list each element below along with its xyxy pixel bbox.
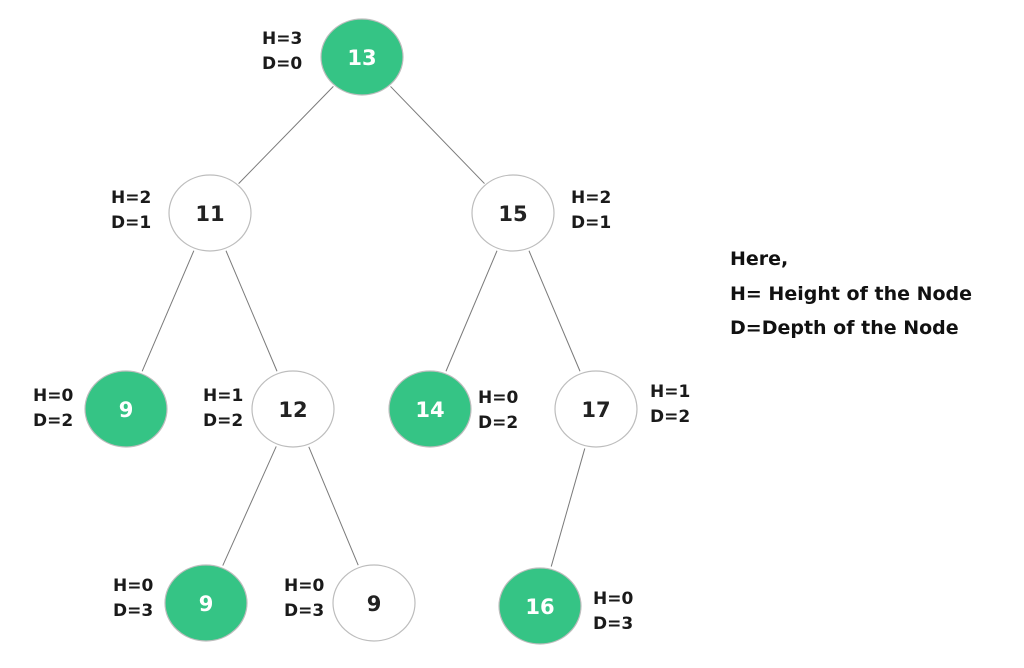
edge-n17-n16: [550, 448, 586, 567]
depth-label: D=2: [650, 407, 691, 427]
height-label: H=2: [111, 188, 152, 208]
tree-node-n15: 15: [471, 174, 555, 252]
node-circle: [498, 567, 582, 645]
node-value: 9: [119, 398, 134, 422]
node-value: 9: [199, 592, 214, 616]
node-value: 15: [498, 202, 527, 226]
edge-n12-n9b: [222, 446, 277, 566]
tree-node-n14: 14: [388, 370, 472, 448]
edge-n15-n14: [445, 250, 498, 372]
nodes-layer: 13 11 15 9 12 14 17 9 9 16: [84, 18, 638, 645]
edges-layer: [141, 86, 586, 567]
node-circle: [168, 174, 252, 252]
depth-label: D=1: [571, 213, 612, 233]
legend: Here, H= Height of the Node D=Depth of t…: [730, 242, 972, 346]
tree-node-n12: 12: [251, 370, 335, 448]
edge-n15-n17: [528, 250, 581, 372]
legend-depth-definition: D=Depth of the Node: [730, 317, 959, 339]
node-value: 14: [415, 398, 444, 422]
edge-n11-n9a: [141, 250, 195, 372]
height-label: H=0: [33, 386, 74, 406]
node-circle: [251, 370, 335, 448]
node-value: 9: [367, 592, 382, 616]
node-value: 17: [581, 398, 610, 422]
edge-n12-n9c: [308, 446, 359, 566]
node-circle: [471, 174, 555, 252]
tree-node-n9b: 9: [164, 564, 248, 642]
legend-height-definition: H= Height of the Node: [730, 282, 973, 305]
depth-label: D=3: [284, 601, 325, 621]
node-value: 13: [347, 46, 376, 70]
node-circle: [554, 370, 638, 448]
node-value: 16: [525, 595, 554, 619]
edge-n13-n15: [390, 86, 485, 184]
node-circle: [388, 370, 472, 448]
height-label: H=1: [650, 382, 691, 402]
depth-label: D=0: [262, 54, 303, 74]
tree-node-n11: 11: [168, 174, 252, 252]
height-label: H=0: [284, 576, 325, 596]
node-value: 11: [195, 202, 224, 226]
tree-node-n13: 13: [320, 18, 404, 96]
depth-label: D=3: [113, 601, 154, 621]
height-label: H=3: [262, 29, 303, 49]
height-label: H=0: [593, 589, 634, 609]
height-label: H=0: [113, 576, 154, 596]
tree-node-n17: 17: [554, 370, 638, 448]
node-circle: [164, 564, 248, 642]
tree-node-n9a: 9: [84, 370, 168, 448]
node-circle: [320, 18, 404, 96]
tree-node-n9c: 9: [332, 564, 416, 642]
depth-label: D=2: [33, 411, 74, 431]
depth-label: D=1: [111, 213, 152, 233]
node-value: 12: [278, 398, 307, 422]
depth-label: D=3: [593, 614, 634, 634]
height-label: H=1: [203, 386, 244, 406]
legend-heading: Here,: [730, 248, 789, 270]
edge-n11-n12: [225, 250, 278, 372]
depth-label: D=2: [203, 411, 244, 431]
height-label: H=2: [571, 188, 612, 208]
depth-label: D=2: [478, 413, 519, 433]
height-label: H=0: [478, 388, 519, 408]
tree-node-n16: 16: [498, 567, 582, 645]
edge-n13-n11: [238, 86, 334, 184]
node-circle: [332, 564, 416, 642]
node-circle: [84, 370, 168, 448]
